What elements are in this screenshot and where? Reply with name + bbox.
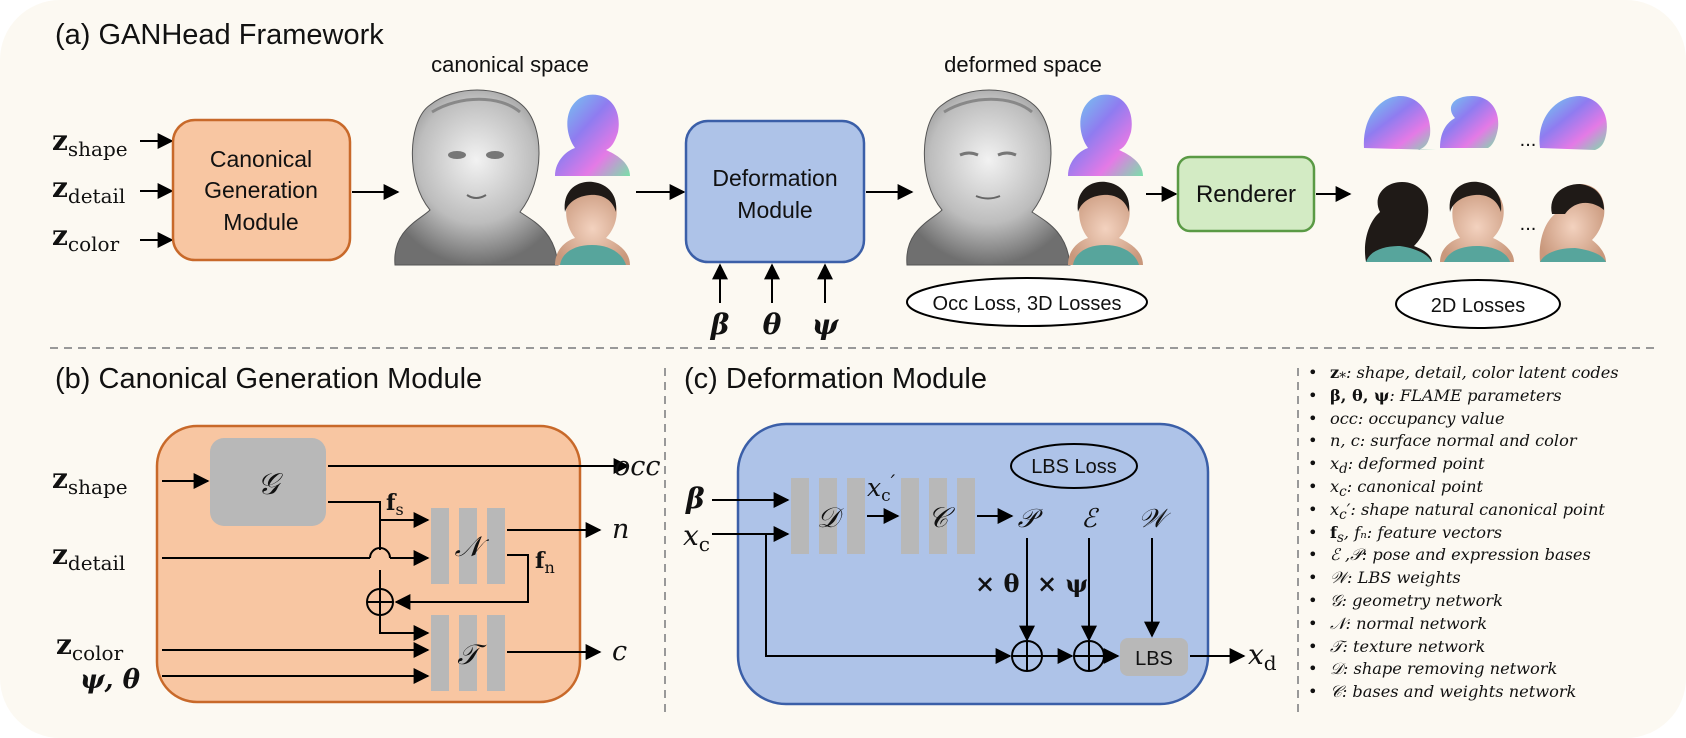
occ-3d-losses-ellipse — [906, 277, 1148, 327]
xc-prime-label: xc′ — [867, 470, 896, 506]
fs-label: fs — [386, 490, 404, 519]
arrow-fn-to-add — [394, 554, 529, 610]
legend-item: occ: occupancy value — [1308, 408, 1686, 431]
legend-item: z*: shape, detail, color latent codes — [1308, 362, 1686, 386]
renderer-label: Renderer — [1196, 181, 1296, 208]
dm-beta: β — [685, 482, 705, 515]
shape-removing-bar-3 — [847, 478, 865, 554]
times-psi-label: × ψ — [1037, 569, 1088, 598]
legend-item: 𝒟: shape removing network — [1308, 658, 1686, 681]
arrow-fs-to-N — [379, 502, 430, 528]
input-z-shape: zshape — [52, 124, 128, 161]
color-views-ellipsis: ... — [1520, 213, 1537, 235]
symbol-legend: z*: shape, detail, color latent codes β,… — [1308, 362, 1686, 704]
bases-weights-bar-2 — [929, 478, 947, 554]
svg-text:zdetail: zdetail — [52, 171, 125, 208]
cgm-psi-theta: ψ, θ — [80, 665, 141, 695]
legend-item: n, c: surface normal and color — [1308, 430, 1686, 453]
input-z-color: zcolor — [52, 219, 120, 256]
normal-network-bar-2 — [459, 508, 477, 584]
lbs-label: LBS — [1135, 648, 1173, 670]
legend-item: 𝒩: normal network — [1308, 613, 1686, 636]
svg-text:zshape: zshape — [52, 124, 128, 161]
canonical-color-face-image — [555, 181, 630, 265]
normal-network-bar-1 — [431, 508, 449, 584]
theta-symbol: θ — [763, 308, 782, 341]
occ-output: occ — [614, 451, 661, 482]
occ-3d-losses-label: Occ Loss, 3D Losses — [933, 293, 1122, 315]
c-output: c — [612, 636, 627, 667]
times-theta-label: × θ — [975, 569, 1019, 598]
deformation-label-line2: Module — [737, 197, 812, 223]
section-b-title: (b) Canonical Generation Module — [55, 363, 482, 395]
section-c-title: (c) Deformation Module — [684, 363, 987, 395]
n-output: n — [612, 514, 629, 545]
legend-item: 𝒢: geometry network — [1308, 590, 1686, 613]
bases-weights-bar-1 — [901, 478, 919, 554]
deformation-label-line1: Deformation — [712, 165, 837, 191]
deformation-module-box — [684, 119, 866, 264]
cgm-label-line3: Module — [223, 209, 298, 235]
zdetail-hop — [369, 547, 391, 559]
texture-network-bar-3 — [487, 615, 505, 691]
cgm-z-shape: zshape — [52, 462, 128, 499]
legend-item: xc′: shape natural canonical point — [1308, 499, 1686, 523]
canonical-head-mesh — [394, 89, 559, 266]
2d-losses-label: 2D Losses — [1431, 295, 1526, 317]
texture-network-bar-1 — [431, 615, 449, 691]
lbs-loss-label: LBS Loss — [1031, 456, 1117, 478]
rendered-color-views — [1364, 181, 1606, 262]
normal-views-ellipsis: ... — [1520, 129, 1537, 151]
cgm-label-line2: Generation — [204, 177, 318, 203]
rendered-normal-views — [1363, 96, 1607, 150]
shape-removing-bar-2 — [819, 478, 837, 554]
cgm-label-line1: Canonical — [210, 146, 312, 172]
beta-symbol: β — [710, 308, 730, 341]
cgm-z-detail: zdetail — [52, 538, 125, 575]
svg-text:zcolor: zcolor — [52, 219, 120, 256]
deformed-color-face-image — [1068, 181, 1143, 265]
normal-network-bar-3 — [487, 508, 505, 584]
legend-item: fs, fₙ: feature vectors — [1308, 522, 1686, 546]
lbs-block — [1120, 638, 1188, 676]
arrow-add-to-T — [379, 615, 430, 641]
arrow-xc-to-add1 — [765, 534, 1012, 664]
expression-bases-symbol: ℰ — [1081, 504, 1099, 534]
canonical-generation-module-box — [171, 118, 352, 262]
canonical-normal-map-image — [550, 90, 630, 176]
legend-item: β, θ, ψ: FLAME parameters — [1308, 385, 1686, 408]
section-a-title: (a) GANHead Framework — [55, 19, 384, 51]
fn-label: fn — [535, 548, 555, 577]
deformed-head-mesh — [906, 89, 1071, 266]
renderer-box — [1176, 155, 1316, 233]
psi-symbol: ψ — [812, 308, 840, 341]
shape-removing-bar-1 — [791, 478, 809, 554]
cgm-z-color: zcolor — [56, 628, 124, 665]
dm-xc: xc — [683, 519, 710, 556]
legend-item: ℰ ,𝒫: pose and expression bases — [1308, 544, 1686, 567]
legend-item: 𝒯: texture network — [1308, 636, 1686, 659]
geometry-network-block — [210, 438, 326, 526]
legend-item: 𝒞: bases and weights network — [1308, 681, 1686, 704]
input-z-detail: zdetail — [52, 171, 125, 208]
2d-losses-ellipse — [1395, 279, 1561, 329]
legend-item: xd: deformed point — [1308, 453, 1686, 477]
lbs-loss-ellipse — [1010, 443, 1138, 489]
deformed-space-label: deformed space — [944, 52, 1102, 77]
xd-output: xd — [1248, 638, 1277, 675]
texture-network-bar-2 — [459, 615, 477, 691]
deformed-normal-map-image — [1068, 94, 1143, 176]
canonical-space-label: canonical space — [431, 52, 589, 77]
legend-item: xc: canonical point — [1308, 476, 1686, 500]
legend-item: 𝒲: LBS weights — [1308, 567, 1686, 590]
bases-weights-bar-3 — [957, 478, 975, 554]
